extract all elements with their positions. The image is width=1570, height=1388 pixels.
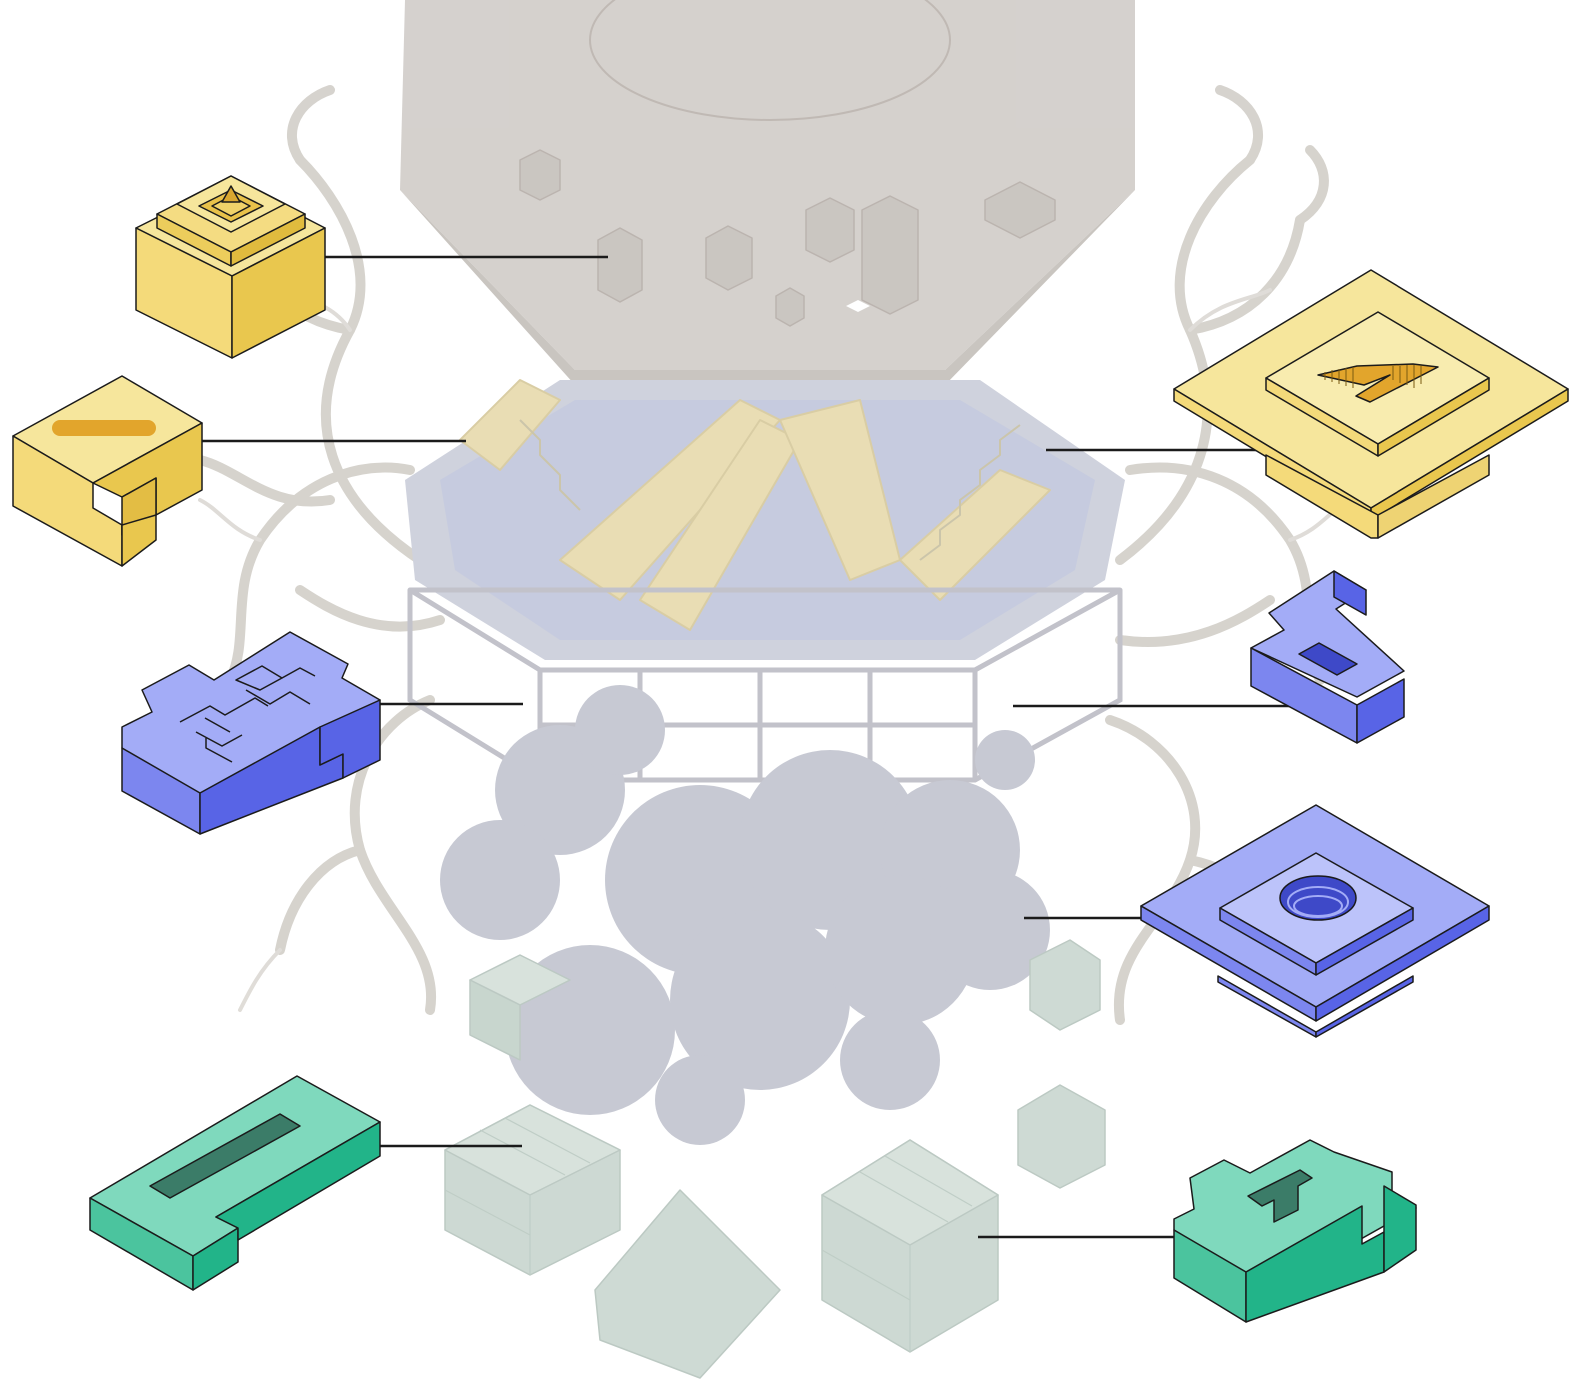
ghost-upper-platform bbox=[405, 379, 1125, 660]
bar-slot bbox=[149, 1113, 301, 1199]
round-hole bbox=[1279, 875, 1357, 921]
ghost-tanks bbox=[440, 685, 1050, 1145]
yellow-stepped-cube bbox=[135, 175, 326, 359]
ghost-structure bbox=[195, 0, 1352, 1379]
slot-groove bbox=[52, 420, 156, 436]
notch-cutout bbox=[1247, 1169, 1313, 1223]
green-notched-block bbox=[1173, 1139, 1417, 1323]
circuit-grooves bbox=[179, 665, 316, 763]
stair-cutout bbox=[1317, 363, 1439, 403]
ghost-frame bbox=[407, 587, 1123, 783]
leader-lines bbox=[200, 255, 1292, 1239]
blue-round-hole-slab bbox=[1140, 804, 1490, 1038]
blue-hook-block bbox=[1250, 570, 1405, 744]
green-slotted-bar bbox=[89, 1075, 381, 1291]
ghost-cubes bbox=[444, 939, 1106, 1379]
yellow-slotted-l-block bbox=[12, 375, 203, 567]
blue-circuit-block bbox=[121, 631, 381, 835]
yellow-square-slab bbox=[1173, 269, 1569, 539]
ghost-roof bbox=[400, 0, 1135, 385]
